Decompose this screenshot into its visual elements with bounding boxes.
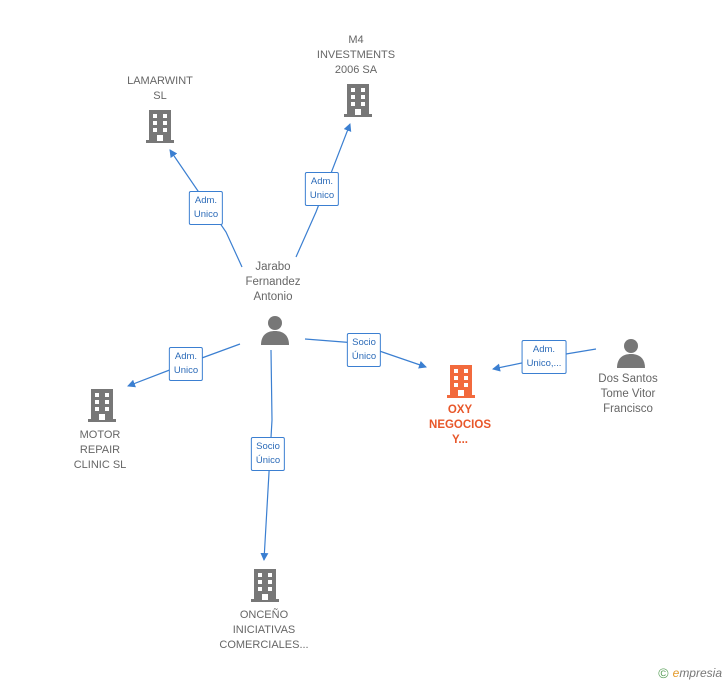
dossantos-label-line: Tome Vitor [600, 388, 656, 400]
dossantos-label[interactable]: Dos Santos Tome Vitor Francisco [598, 372, 657, 417]
dossantos-person-icon[interactable] [615, 337, 647, 369]
logo-initial: e [672, 666, 680, 680]
onceno-label-line: COMERCIALES... [219, 639, 309, 651]
onceno-label-line: ONCEÑO [239, 609, 289, 621]
lamarwint-building-icon[interactable] [144, 109, 176, 144]
edge-label-line: Socio [352, 337, 376, 348]
edge-label-jarabo-m4[interactable]: Adm. Unico [304, 172, 340, 206]
empresia-logo[interactable]: empresia [673, 666, 722, 680]
edge-label-jarabo-onceno[interactable]: Socio Único [250, 437, 286, 471]
dossantos-label-line: Dos Santos [598, 373, 658, 385]
m4-label-line: 2006 SA [334, 64, 378, 76]
logo-text: mpresia [679, 666, 722, 680]
motor-label[interactable]: MOTOR REPAIR CLINIC SL [74, 428, 127, 473]
jarabo-person-icon[interactable] [259, 314, 291, 346]
edge-label-line: Unico [193, 209, 219, 220]
edge-jarabo-lamarwint [169, 149, 243, 268]
m4-label-line: INVESTMENTS [316, 49, 396, 61]
lamarwint-label-line: LAMARWINT [127, 75, 193, 87]
edge-label-line: Único [255, 455, 281, 466]
motor-label-line: REPAIR [79, 444, 121, 456]
motor-label-line: MOTOR [79, 429, 121, 441]
motor-building-icon[interactable] [86, 388, 118, 423]
m4-label[interactable]: M4 INVESTMENTS 2006 SA [317, 33, 395, 78]
edge-label-line: Adm. [310, 176, 334, 187]
dossantos-label-line: Francisco [603, 403, 653, 415]
edge-label-line: Único [351, 351, 377, 362]
edge-label-line: Unico,... [526, 358, 562, 369]
edge-label-jarabo-motor[interactable]: Adm. Unico [168, 347, 204, 381]
m4-label-line: M4 [348, 34, 364, 46]
jarabo-label[interactable]: Jarabo Fernandez Antonio [246, 260, 301, 305]
edge-label-line: Socio [256, 441, 280, 452]
onceno-building-icon[interactable] [249, 568, 281, 603]
edge-label-dossantos-oxy[interactable]: Adm. Unico,... [521, 340, 567, 374]
copyright-icon: © [658, 665, 669, 681]
m4-building-icon[interactable] [342, 83, 374, 118]
edge-label-jarabo-oxy[interactable]: Socio Único [346, 333, 382, 367]
oxy-label-line: OXY [447, 404, 473, 416]
edge-label-jarabo-lamarwint[interactable]: Adm. Unico [188, 191, 224, 225]
lamarwint-label-line: SL [153, 90, 167, 102]
edge-label-line: Adm. [174, 351, 198, 362]
oxy-label-line: Y... [452, 434, 468, 446]
lamarwint-label[interactable]: LAMARWINT SL [127, 74, 193, 104]
edge-label-line: Adm. [194, 195, 218, 206]
edge-label-line: Unico [309, 190, 335, 201]
edge-jarabo-m4 [295, 123, 352, 258]
onceno-label[interactable]: ONCEÑO INICIATIVAS COMERCIALES... [219, 608, 308, 653]
edge-label-line: Unico [173, 365, 199, 376]
edge-jarabo-onceno [260, 349, 273, 561]
edge-label-line: Adm. [532, 344, 556, 355]
jarabo-label-line: Fernandez [245, 276, 301, 288]
oxy-label-line: NEGOCIOS [429, 419, 491, 431]
onceno-label-line: INICIATIVAS [232, 624, 296, 636]
oxy-building-icon[interactable] [445, 364, 477, 399]
jarabo-label-line: Antonio [253, 291, 293, 303]
brand-footer: © empresia [658, 665, 722, 681]
jarabo-label-line: Jarabo [255, 261, 291, 273]
oxy-label[interactable]: OXY NEGOCIOS Y... [429, 403, 491, 448]
motor-label-line: CLINIC SL [73, 459, 127, 471]
